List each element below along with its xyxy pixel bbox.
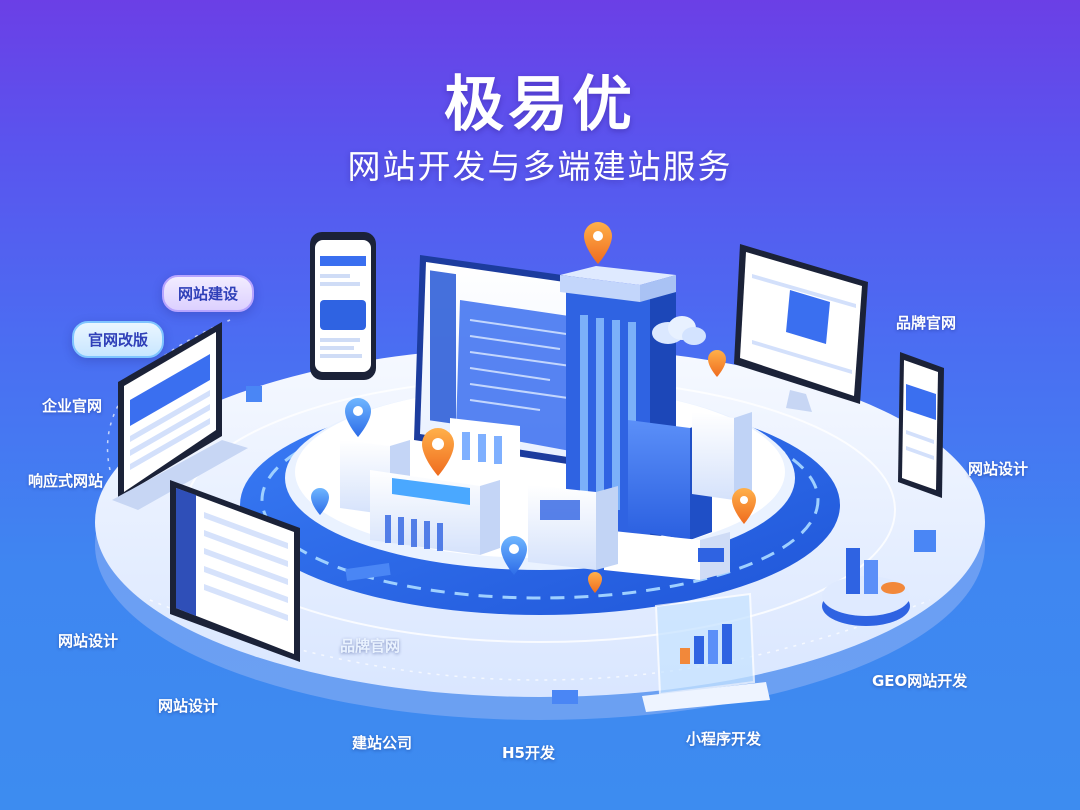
tablet-device	[170, 480, 300, 662]
label-miniprogram: 小程序开发	[686, 730, 762, 748]
chip-website-building: 网站建设	[162, 275, 255, 312]
chip-site-revamp: 官网改版	[72, 321, 165, 358]
phone-device	[310, 232, 376, 380]
label-web-design-right: 网站设计	[968, 460, 1029, 478]
pie-chart-icon	[822, 548, 910, 626]
map-pin-icon	[311, 488, 329, 515]
decor-cubes	[246, 386, 936, 704]
central-monitor	[414, 255, 612, 470]
label-h5: H5开发	[502, 744, 555, 762]
laptop-device	[112, 322, 248, 510]
label-web-design-left: 网站设计	[58, 632, 119, 650]
map-pin-icon	[501, 536, 527, 575]
label-brand-site-right: 品牌官网	[896, 314, 957, 332]
brand-subtitle: 网站开发与多端建站服务	[347, 147, 733, 186]
label-enterprise-site: 企业官网	[42, 397, 103, 415]
desktop-device	[734, 244, 868, 412]
map-pin-icon	[584, 222, 612, 264]
brand-title: 极易优	[444, 70, 636, 140]
label-web-design-bottom-left: 网站设计	[158, 697, 219, 715]
bar-chart-icon	[642, 592, 770, 712]
map-pin-icon	[708, 350, 726, 377]
map-pin-icon	[422, 428, 454, 476]
left-buildings	[340, 418, 520, 555]
label-company: 建站公司	[352, 734, 413, 752]
map-pin-icon	[732, 488, 756, 524]
label-brand-site-ring: 品牌官网	[340, 637, 401, 655]
city-buildings	[528, 412, 752, 580]
label-geo: GEO网站开发	[872, 672, 968, 690]
cloud-icon	[652, 316, 706, 345]
map-pin-icon	[345, 398, 371, 437]
label-responsive-site: 响应式网站	[28, 472, 104, 490]
map-pin-icon	[588, 572, 602, 593]
phone-device	[898, 352, 944, 498]
